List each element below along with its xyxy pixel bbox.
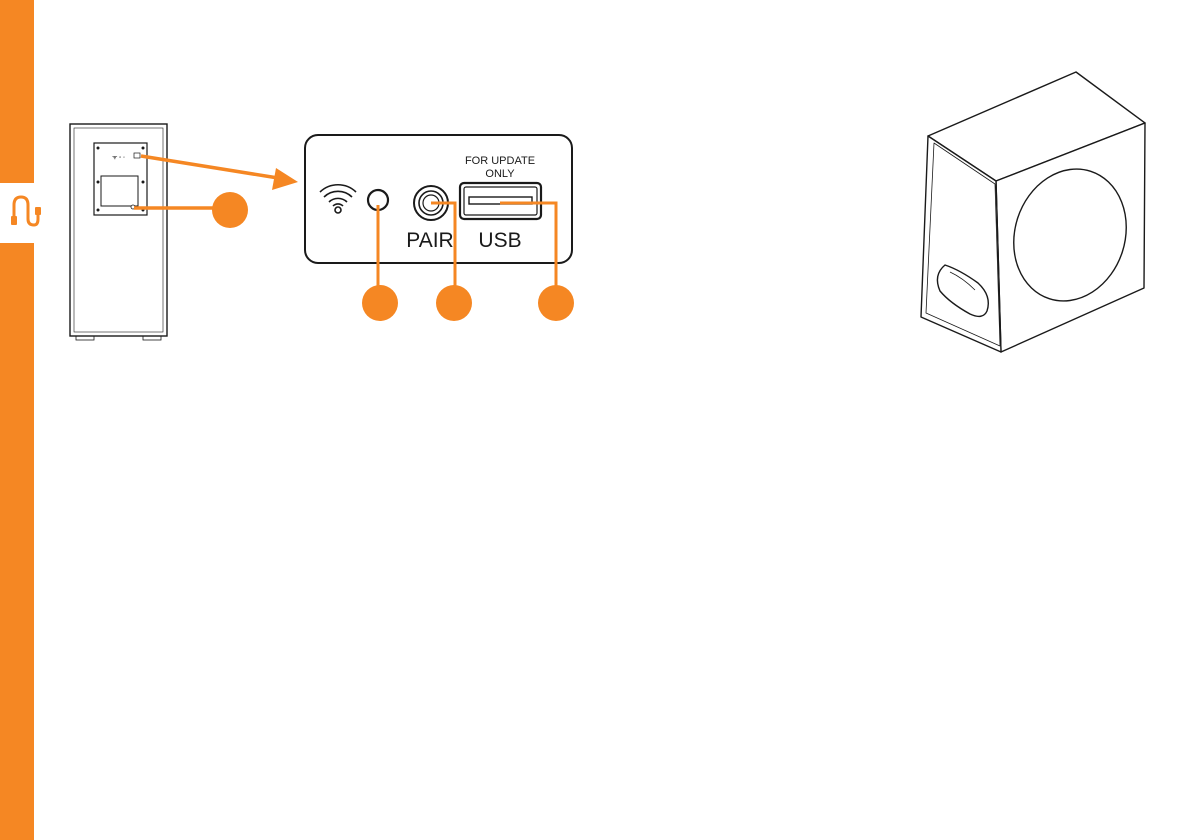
callout-circle-usb <box>538 285 574 321</box>
update-note-line2: ONLY <box>485 168 515 180</box>
usb-label: USB <box>478 229 521 252</box>
arrow-head-icon <box>272 168 298 190</box>
subwoofer-view <box>921 72 1145 352</box>
pair-label: PAIR <box>406 229 453 252</box>
update-note-line1: FOR UPDATE <box>465 155 535 167</box>
callout-circle <box>212 192 248 228</box>
svg-text:ᯤ ▫ ◦: ᯤ ▫ ◦ <box>112 155 125 161</box>
usb-port-icon <box>460 183 541 219</box>
callout-circle-led <box>362 285 398 321</box>
callout-circle-pair <box>436 285 472 321</box>
port-panel: FOR UPDATE ONLY PAIR USB <box>305 135 572 263</box>
